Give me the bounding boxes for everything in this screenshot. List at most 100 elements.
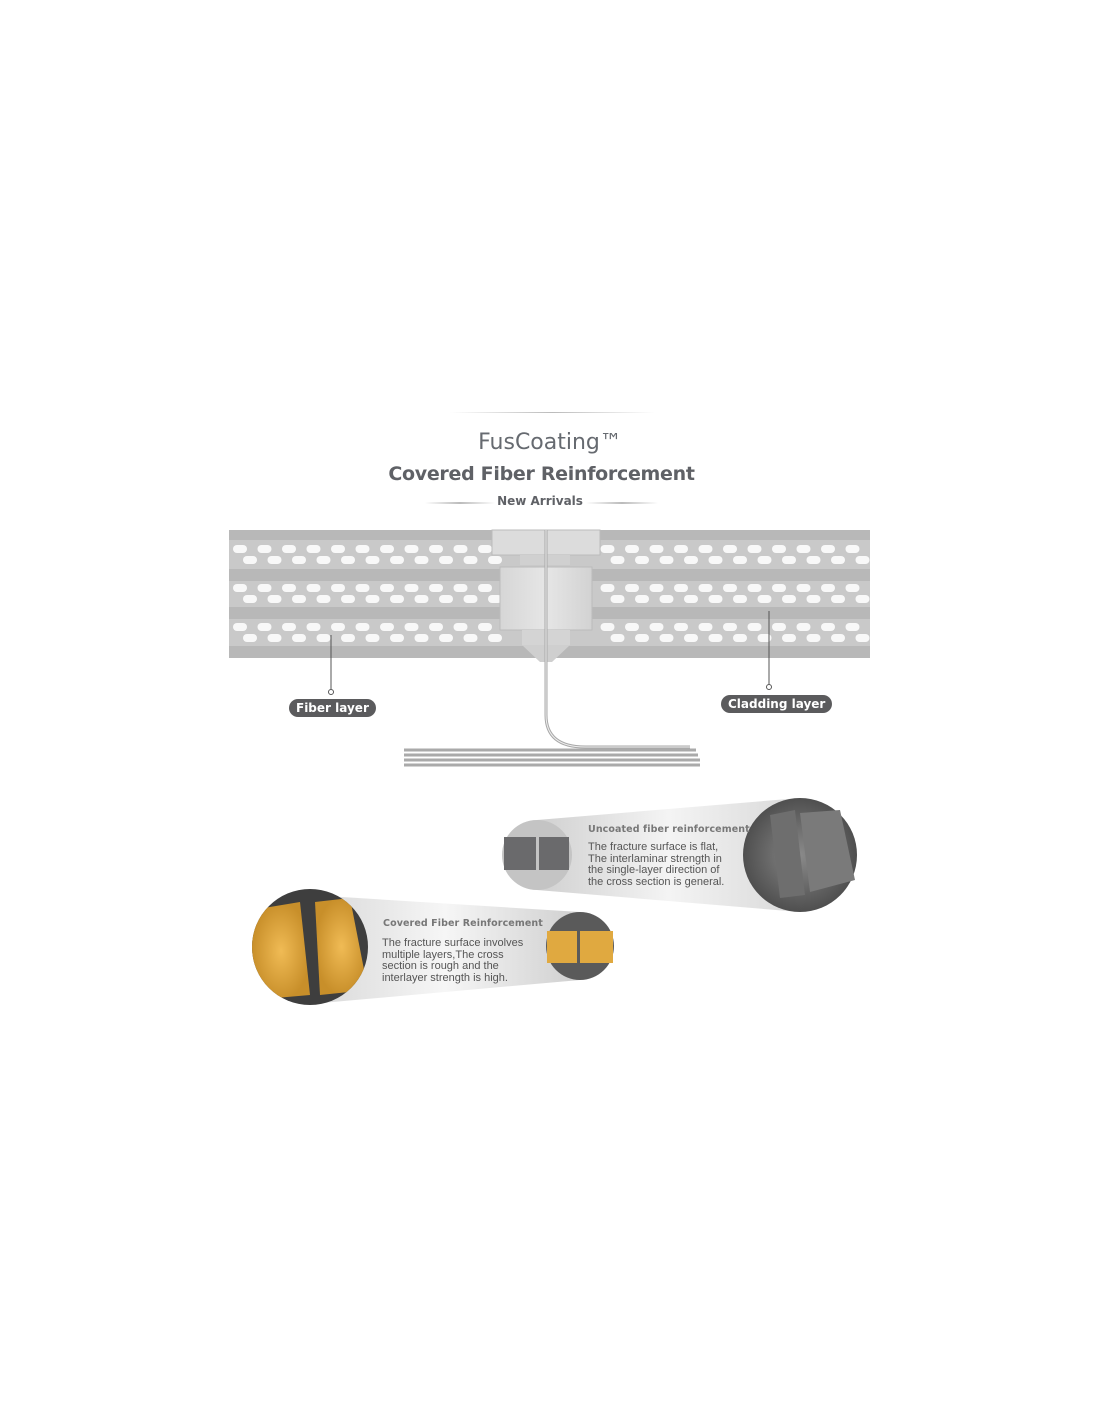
perforation-hole (453, 623, 468, 631)
perforation-hole (821, 545, 835, 553)
perforation-hole (316, 634, 331, 642)
perforation-hole (316, 595, 331, 603)
perforation-hole (414, 634, 429, 642)
uncoated-description: The fracture surface is flat, The interl… (588, 841, 725, 888)
covered-heading: Covered Fiber Reinforcement (383, 918, 543, 929)
perforation-hole (757, 595, 772, 603)
perforation-hole (380, 584, 394, 592)
perforation-hole (782, 634, 796, 642)
perforation-hole (365, 556, 380, 564)
perforation-hole (757, 634, 772, 642)
top-divider (450, 412, 655, 413)
perforation-hole (845, 545, 860, 553)
comparison-graphics (252, 798, 857, 1005)
perforation-hole (674, 584, 688, 592)
perforation-hole (659, 595, 674, 603)
perforation-hole (355, 584, 370, 592)
perforation-hole (845, 584, 860, 592)
perforation-hole (649, 545, 664, 553)
perforation-hole (414, 595, 429, 603)
perforation-hole (306, 545, 321, 553)
perforation-hole (341, 634, 355, 642)
page-subtitle: Covered Fiber Reinforcement (388, 463, 695, 485)
perforation-hole (659, 556, 674, 564)
perforation-hole (684, 595, 698, 603)
perforation-hole (635, 556, 649, 564)
perforation-hole (380, 623, 394, 631)
perforation-hole (306, 623, 321, 631)
perforation-hole (355, 545, 370, 553)
perforation-hole (463, 556, 478, 564)
perforation-hole (463, 634, 478, 642)
perforation-hole (243, 595, 257, 603)
perforation-hole (390, 556, 404, 564)
perforation-hole (831, 556, 845, 564)
perforation-hole (733, 634, 747, 642)
perforation-hole (831, 595, 845, 603)
perforation-hole (698, 623, 713, 631)
perforation-hole (723, 545, 737, 553)
perforation-hole (257, 584, 272, 592)
perforation-hole (267, 556, 282, 564)
perforation-hole (341, 556, 355, 564)
covered-band (310, 895, 580, 1004)
perforation-hole (316, 556, 331, 564)
perforation-hole (404, 584, 419, 592)
perforation-hole (453, 584, 468, 592)
perforation-hole (757, 556, 772, 564)
perforation-hole (341, 595, 355, 603)
perforation-hole (796, 584, 811, 592)
perforation-hole (404, 545, 419, 553)
perforation-hole (429, 584, 443, 592)
perforation-hole (635, 595, 649, 603)
perforation-hole (772, 623, 786, 631)
perforation-hole (610, 595, 625, 603)
perforation-hole (610, 634, 625, 642)
perforation-hole (453, 545, 468, 553)
perforation-hole (821, 584, 835, 592)
perforation-hole (306, 584, 321, 592)
perforation-hole (292, 556, 306, 564)
perforation-hole (747, 584, 762, 592)
perforation-hole (488, 634, 502, 642)
perforation-hole (855, 634, 870, 642)
perforation-hole (355, 623, 370, 631)
perforation-hole (747, 545, 762, 553)
perforation-hole (439, 556, 453, 564)
perforation-hole (429, 623, 443, 631)
perforation-hole (414, 556, 429, 564)
perforation-hole (649, 623, 664, 631)
perforation-hole (600, 584, 615, 592)
perforation-hole (282, 584, 296, 592)
perforation-hole (855, 556, 870, 564)
perforation-hole (439, 595, 453, 603)
perforation-hole (267, 634, 282, 642)
perforation-hole (429, 545, 443, 553)
uncoated-band (537, 798, 800, 912)
perforation-hole (610, 556, 625, 564)
printing-diagram (229, 529, 870, 767)
fiber-leader-dot (328, 689, 334, 695)
perforation-hole (257, 545, 272, 553)
perforation-hole (390, 634, 404, 642)
perforation-hole (600, 623, 615, 631)
tagline-rule-right (586, 502, 658, 504)
perforation-hole (782, 556, 796, 564)
tagline: New Arrivals (497, 494, 583, 508)
perforation-hole (478, 545, 492, 553)
cladding-layer-label: Cladding layer (721, 695, 833, 713)
perforation-hole (243, 634, 257, 642)
perforation-hole (806, 634, 821, 642)
perforation-hole (845, 623, 860, 631)
perforation-hole (365, 634, 380, 642)
perforation-hole (463, 595, 478, 603)
printed-layers (404, 748, 700, 767)
cladding-leader-dot (766, 684, 772, 690)
perforation-hole (772, 584, 786, 592)
perforation-hole (733, 556, 747, 564)
uncoated-heading: Uncoated fiber reinforcement (588, 824, 750, 835)
perforation-hole (488, 595, 502, 603)
perforation-hole (684, 556, 698, 564)
perforation-hole (855, 595, 870, 603)
perforation-hole (733, 595, 747, 603)
